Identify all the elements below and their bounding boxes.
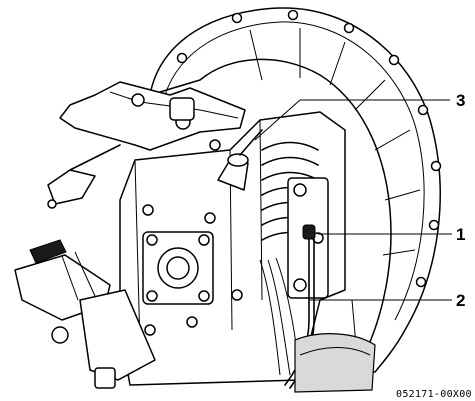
control-lever [14, 239, 156, 389]
leader-3 [254, 99, 450, 141]
callout-2: 2 [456, 291, 465, 310]
callout-3: 3 [456, 91, 465, 110]
base-housing [294, 333, 376, 393]
figure-reference-code: 052171-00X00 [396, 389, 472, 400]
breather-cap [217, 129, 263, 191]
flywheel-housing-flange [149, 7, 442, 373]
callout-leaders [254, 99, 452, 301]
gearbox-housing [119, 111, 346, 386]
callout-1: 1 [456, 225, 465, 244]
top-bracket [47, 81, 246, 209]
